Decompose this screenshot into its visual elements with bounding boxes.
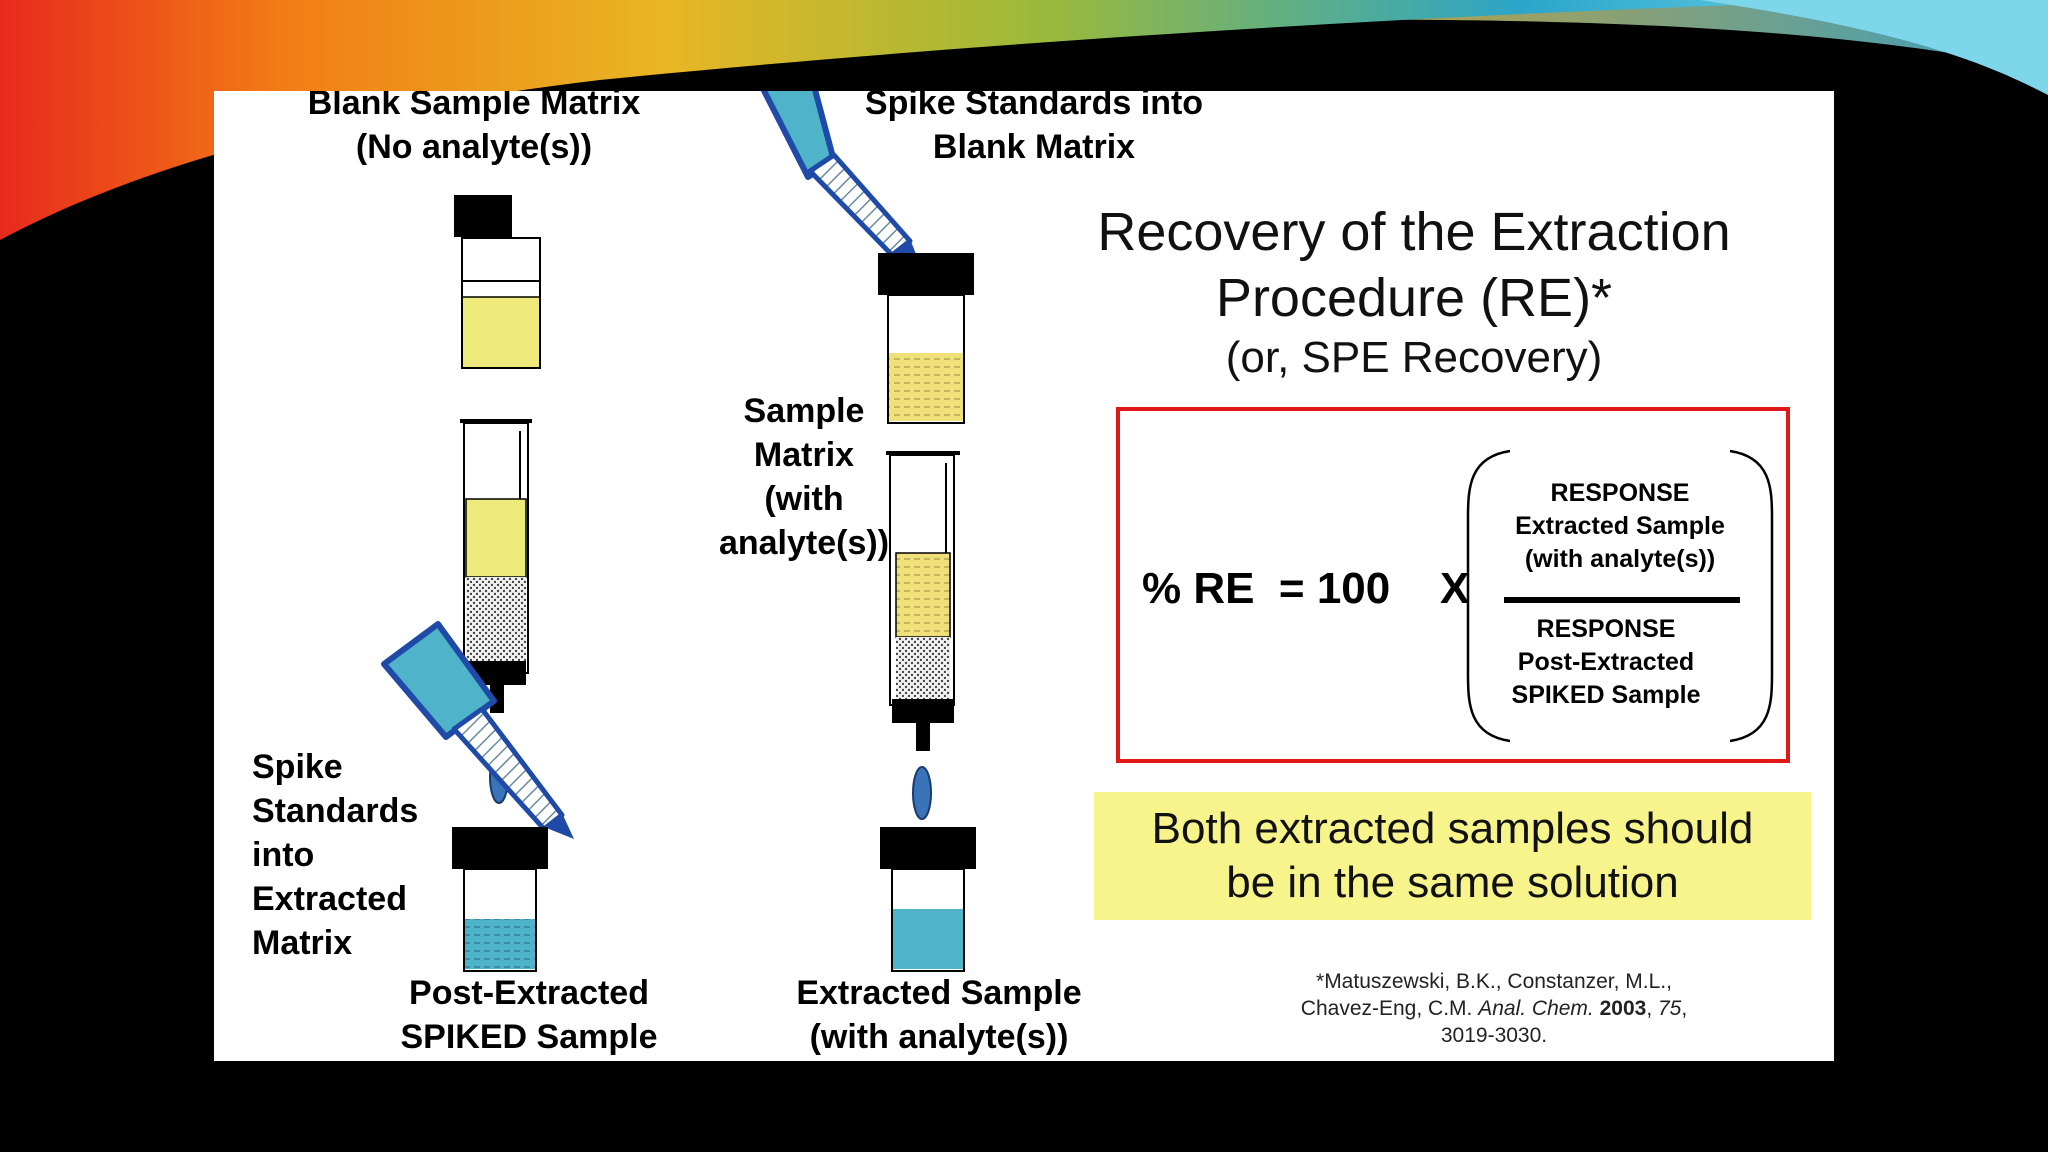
label-sample-matrix: Sample Matrix (with analyte(s)) (718, 392, 890, 562)
slide-title: Recovery of the Extraction Procedure (RE… (1097, 202, 1731, 328)
reference-citation: *Matuszewski, B.K., Constanzer, M.L., Ch… (1300, 970, 1688, 1047)
label-spike-into-blank: Spike Standards into Blank Matrix (864, 91, 1204, 166)
large-parentheses (1466, 449, 1774, 743)
spe-cartridge-left (460, 419, 532, 713)
slide-subtitle: (or, SPE Recovery) (1225, 333, 1603, 382)
note-callout: Both extracted samples should be in the … (1094, 792, 1811, 920)
blank-matrix-vial (454, 195, 541, 369)
extracted-sample-vial (880, 827, 976, 972)
fraction-bar (1504, 597, 1740, 603)
formula-multiply-sign: X (1440, 564, 1470, 613)
formula-lhs: % RE = 100 (1142, 564, 1391, 613)
label-spike-into-extracted: Spike Standards into Extracted Matrix (252, 748, 419, 962)
post-extracted-vial (452, 827, 548, 972)
slide: Blank Sample Matrix (No analyte(s)) Spik… (214, 91, 1834, 1061)
label-post-extracted: Post-Extracted SPIKED Sample (400, 974, 658, 1056)
formula-box: % RE = 100 X RESPONSE Extracted Sample (… (1116, 407, 1790, 763)
pipette-left (381, 621, 574, 839)
sample-matrix-vial (878, 253, 974, 424)
label-extracted-sample: Extracted Sample (with analyte(s)) (796, 974, 1082, 1056)
label-blank-matrix: Blank Sample Matrix (No analyte(s)) (307, 91, 641, 166)
decorative-banner (0, 0, 2048, 240)
drip-right (912, 766, 932, 820)
formula-numerator: RESPONSE Extracted Sample (with analyte(… (1515, 479, 1725, 573)
extraction-diagram (381, 91, 976, 972)
spe-cartridge-right (886, 451, 960, 751)
formula-denominator: RESPONSE Post-Extracted SPIKED Sample (1511, 615, 1701, 709)
